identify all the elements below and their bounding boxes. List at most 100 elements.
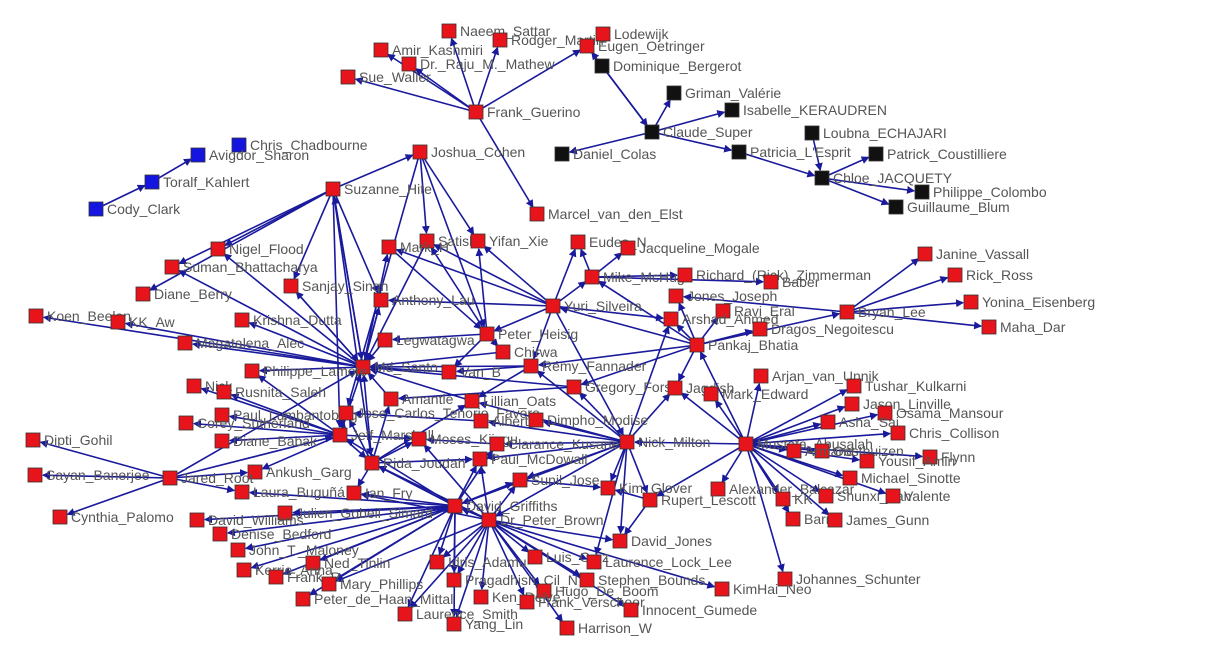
node-marker[interactable] — [52, 509, 68, 525]
node-mark_e[interactable]: Mark_Edward — [703, 386, 808, 402]
node-marker[interactable] — [579, 572, 595, 588]
node-marker[interactable] — [189, 512, 205, 528]
node-david_j[interactable]: David_Jones — [612, 533, 712, 549]
node-marker[interactable] — [600, 480, 616, 496]
node-marker[interactable] — [268, 569, 284, 585]
node-marker[interactable] — [340, 69, 356, 85]
node-julien[interactable]: Julien_Gobeil_Simard — [277, 505, 433, 521]
node-chris_ch[interactable]: Chris_Chadbourne — [231, 137, 368, 153]
node-marker[interactable] — [554, 146, 570, 162]
node-marker[interactable] — [668, 288, 684, 304]
node-marker[interactable] — [447, 498, 463, 514]
node-philippe_c[interactable]: Philippe_Colombo — [914, 184, 1047, 200]
node-peter_d[interactable]: Peter_de_Haan_Mittal — [295, 591, 453, 607]
node-marker[interactable] — [110, 314, 126, 330]
node-marker[interactable] — [963, 294, 979, 310]
node-marker[interactable] — [468, 104, 484, 120]
node-marker[interactable] — [177, 335, 193, 351]
node-john[interactable]: John_T._Maloney — [230, 542, 359, 558]
node-marker[interactable] — [214, 407, 230, 423]
node-ankush[interactable]: Ankush_Garg — [247, 464, 352, 480]
node-marker[interactable] — [519, 594, 535, 610]
node-joshua[interactable]: Joshua_Cohen — [412, 144, 525, 160]
node-marker[interactable] — [214, 433, 230, 449]
node-jacqueline[interactable]: Jacqueline_Mogale — [620, 240, 760, 256]
node-marker[interactable] — [786, 443, 802, 459]
node-marker[interactable] — [472, 451, 488, 467]
node-paul_m[interactable]: Paul_McDowall — [472, 451, 587, 467]
node-marker[interactable] — [234, 312, 250, 328]
node-raju[interactable]: Dr._Raju_M._Mathew — [401, 56, 556, 72]
node-frank_g[interactable]: Frank_Guerino — [468, 104, 581, 120]
node-marker[interactable] — [724, 102, 740, 118]
node-marker[interactable] — [523, 358, 539, 374]
node-innocent[interactable]: Innocent_Gumede — [623, 602, 757, 618]
node-dipti[interactable]: Dipti_Gohil — [25, 432, 112, 448]
node-marker[interactable] — [914, 184, 930, 200]
node-marker[interactable] — [277, 505, 293, 521]
node-corey[interactable]: Corey_Sutherland — [178, 415, 310, 431]
node-lillian[interactable]: Lillian_Oats — [464, 393, 556, 409]
node-daniel[interactable]: Daniel_Colas — [554, 146, 656, 162]
node-griman[interactable]: Griman_Valérie — [666, 85, 781, 101]
node-md_santo[interactable]: Md_Santo — [355, 359, 438, 375]
node-marker[interactable] — [481, 512, 497, 528]
node-marker[interactable] — [186, 378, 202, 394]
node-osama[interactable]: Osama_Mansour — [877, 405, 1004, 421]
node-frank_v[interactable]: Frank_Verschoor — [519, 594, 645, 610]
node-rick[interactable]: Rick_Ross — [947, 267, 1033, 283]
node-baber[interactable]: Baber — [763, 274, 820, 290]
node-marker[interactable] — [528, 412, 544, 428]
node-bryan[interactable]: Bryan_Lee — [839, 304, 926, 320]
node-marker[interactable] — [429, 554, 445, 570]
node-magatalena[interactable]: Magatalena_Alec — [177, 335, 304, 351]
node-david_w[interactable]: David_Williams — [189, 512, 304, 528]
node-marker[interactable] — [244, 363, 260, 379]
node-dr_peter[interactable]: Dr_Peter_Brown — [481, 512, 604, 528]
node-jones[interactable]: Jones_Joseph — [668, 288, 777, 304]
node-mark_h[interactable]: Mark_H — [381, 239, 449, 255]
node-sunil[interactable]: Sunil_Jose — [512, 472, 600, 488]
node-marker[interactable] — [827, 512, 843, 528]
node-marker[interactable] — [677, 267, 693, 283]
node-koen[interactable]: Koen_Beelen — [28, 308, 131, 324]
node-marker[interactable] — [230, 542, 246, 558]
node-marker[interactable] — [818, 488, 834, 504]
node-marker[interactable] — [27, 467, 43, 483]
node-stephen[interactable]: Stephen_Bounds — [579, 572, 705, 588]
node-marker[interactable] — [703, 386, 719, 402]
node-marker[interactable] — [559, 620, 575, 636]
node-marker[interactable] — [731, 144, 747, 160]
node-satish[interactable]: Satish — [419, 233, 477, 249]
node-guillaume[interactable]: Guillaume_Blum — [888, 199, 1010, 215]
node-marker[interactable] — [305, 555, 321, 571]
node-marker[interactable] — [570, 234, 586, 250]
node-janine[interactable]: Janine_Vassall — [917, 246, 1029, 262]
node-dominique[interactable]: Dominique_Bergerot — [594, 58, 742, 74]
node-marker[interactable] — [868, 146, 884, 162]
node-marker[interactable] — [981, 319, 997, 335]
node-philippe_l[interactable]: Philippe_Lamote — [244, 363, 368, 379]
node-dragos[interactable]: Dragos_Negoitescu — [752, 321, 894, 337]
node-marker[interactable] — [401, 56, 417, 72]
node-denise[interactable]: Denise_Bedford — [212, 526, 331, 542]
node-jared[interactable]: Jared_Root — [162, 470, 253, 486]
node-chirwa[interactable]: Chirwa — [495, 344, 558, 360]
node-marker[interactable] — [804, 125, 820, 141]
node-marker[interactable] — [355, 359, 371, 375]
node-marker[interactable] — [346, 485, 362, 501]
node-idris[interactable]: Idris_Adamu — [429, 554, 527, 570]
node-marker[interactable] — [373, 292, 389, 308]
node-cynthia[interactable]: Cynthia_Palomo — [52, 509, 174, 525]
node-marker[interactable] — [820, 414, 836, 430]
node-van_b[interactable]: Van_B — [441, 364, 501, 380]
node-marker[interactable] — [839, 304, 855, 320]
node-marker[interactable] — [612, 533, 628, 549]
node-flynn[interactable]: Flynn — [922, 449, 975, 465]
node-marker[interactable] — [332, 427, 348, 443]
node-mary[interactable]: Mary_Phillips — [321, 576, 423, 592]
node-clarance[interactable]: Clarance_Kusane — [489, 436, 620, 452]
node-marker[interactable] — [441, 23, 457, 39]
node-marker[interactable] — [710, 481, 726, 497]
node-sanjay[interactable]: Sanjay_Singh — [283, 278, 388, 294]
